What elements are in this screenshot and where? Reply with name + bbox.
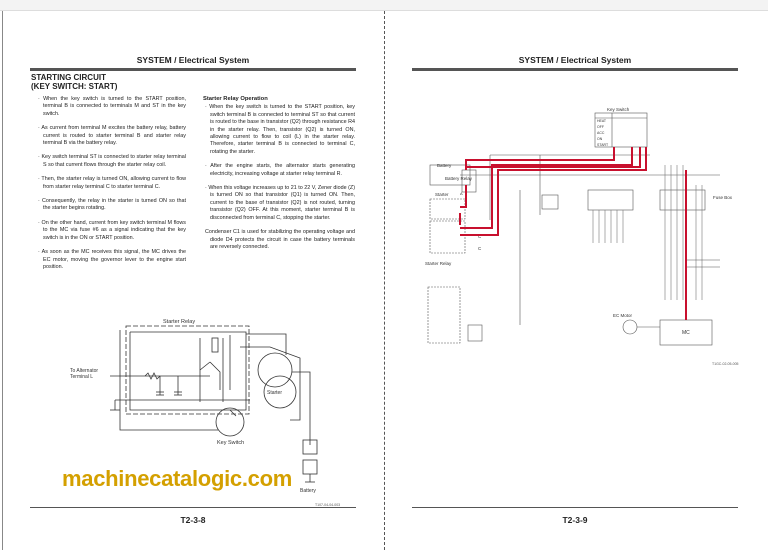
label-starter: Starter (267, 390, 282, 396)
left-page-header: SYSTEM / Electrical System (136, 55, 250, 65)
key-position-heat: HEAT (597, 119, 607, 123)
label-terminal-l: Terminal L (70, 374, 93, 380)
bullet: · After the engine starts, the alternato… (205, 163, 355, 177)
left-header-bar (30, 68, 356, 71)
label-key-switch: Key Switch (217, 440, 244, 446)
label-starter: Starter (435, 192, 449, 197)
text-column-2: Starter Relay Operation · When the key s… (203, 96, 355, 258)
viewer-toolbar (0, 0, 768, 11)
label-c: C (478, 234, 482, 239)
starter-relay-schematic: Starter Relay To Alternator Terminal L S… (70, 319, 340, 507)
figure-id: T107-04-04-003 (315, 503, 340, 507)
label-battery: Battery (437, 163, 452, 168)
label-a: A (460, 191, 463, 196)
bullet: · When the key switch is turned to the S… (38, 96, 186, 117)
text-column-1: · When the key switch is turned to the S… (36, 96, 186, 278)
page-edge (2, 11, 3, 550)
subheading: Starter Relay Operation (203, 96, 268, 102)
figure-id: T1GC-02-05-005 (712, 362, 739, 366)
title-line-2: (KEY SWITCH: START) (31, 81, 118, 91)
bullet: · As soon as the MC receives this signal… (38, 249, 186, 270)
label-starter-relay: Starter Relay (163, 319, 195, 325)
right-footer-line (412, 507, 738, 508)
right-page-header: SYSTEM / Electrical System (518, 55, 632, 65)
key-position-acc: ACC (597, 131, 605, 135)
bullet: · When the key switch is turned to the S… (205, 104, 355, 155)
label-key-switch: Key Switch (607, 107, 630, 112)
page-divider (384, 11, 385, 550)
bullet: · Then, the starter relay is turned ON, … (38, 176, 186, 190)
label-c: C (478, 246, 482, 251)
label-mc: MC (682, 330, 690, 336)
note: Condenser C1 is used for stabilizing the… (205, 229, 355, 250)
right-page-number: T2-3-9 (562, 515, 588, 525)
bullet: · Consequently, the relay in the starter… (38, 198, 186, 212)
watermark: machinecatalogic.com (62, 466, 292, 491)
highlighted-current-path (459, 147, 687, 320)
key-position-off: OFF (597, 125, 604, 129)
title-line-1: STARTING CIRCUIT (31, 73, 106, 82)
right-header-bar (412, 68, 738, 71)
label-fuse-box: Fuse Box (713, 195, 733, 200)
key-position-on: ON (597, 137, 603, 141)
label-battery-relay: Battery Relay (445, 176, 473, 181)
label-to-alternator: To Alternator (70, 368, 98, 374)
bullet: · As current from terminal M excites the… (38, 125, 186, 147)
label-battery: Battery (300, 488, 316, 494)
label-starter-relay: Starter Relay (425, 261, 452, 266)
left-footer-line (30, 507, 356, 508)
section-title: STARTING CIRCUIT (KEY SWITCH: START) (31, 73, 118, 91)
bullet: · Key switch terminal ST is connected to… (38, 154, 186, 168)
bullet: · When this voltage increases up to 21 t… (205, 185, 355, 221)
bullet: · On the other hand, current from key sw… (38, 219, 186, 241)
starting-circuit-wiring-diagram: Key Switch HEAT OFF ACC ON START Fuse Bo… (425, 107, 739, 366)
key-position-start: START (597, 143, 609, 147)
left-page-number: T2-3-8 (180, 515, 206, 525)
label-ec-motor: EC Motor (613, 313, 633, 318)
